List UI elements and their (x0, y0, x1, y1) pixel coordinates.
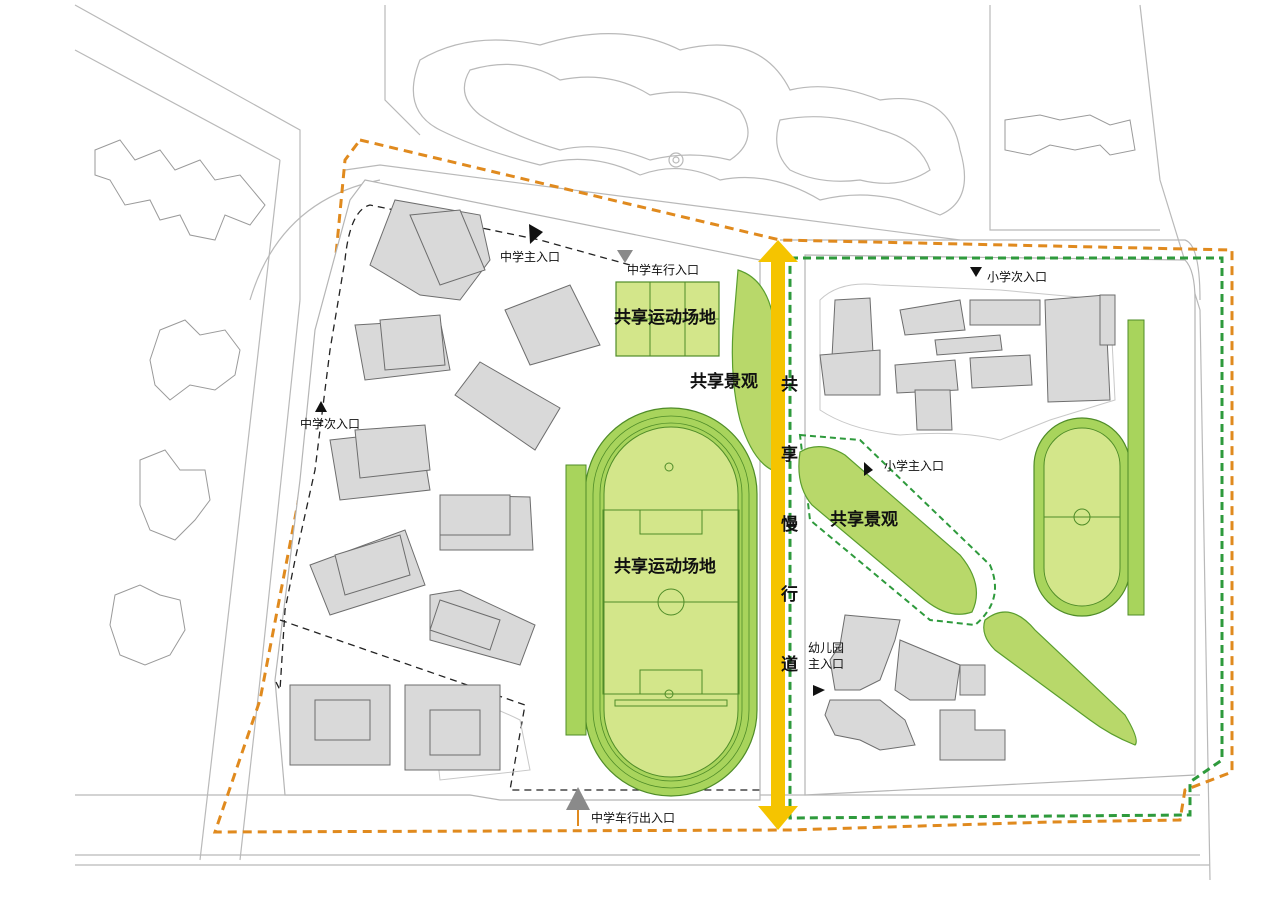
primary-school-main-arrow (864, 462, 873, 476)
entrance-markers (315, 224, 982, 826)
middle-school-main-entrance-arrow (529, 224, 543, 244)
shared-slow-walkway (758, 240, 798, 830)
walkway-char-5: 道 (781, 654, 798, 675)
vehicle-inout-arrow (566, 787, 590, 810)
walkway-char-1: 共 (781, 375, 798, 395)
label-middle-school-secondary-entrance: 中学次入口 (300, 416, 360, 431)
walkway-char-2: 享 (781, 444, 798, 465)
label-shared-sports-top: 共享运动场地 (614, 307, 716, 328)
neighbour-buildings (94, 114, 1136, 666)
walkway-char-4: 行 (780, 584, 798, 605)
label-primary-school-secondary-entrance: 小学次入口 (987, 269, 1047, 284)
label-shared-sports-center: 共享运动场地 (614, 556, 716, 577)
primary-school-boundary (788, 256, 1224, 820)
label-kindergarten-entrance-line1: 幼儿园 (808, 641, 844, 655)
label-middle-school-main-entrance: 中学主入口 (500, 249, 560, 264)
label-primary-school-main-entrance: 小学主入口 (884, 458, 944, 473)
walkway-char-3: 慢 (781, 514, 799, 535)
middle-school-vehicle-route (274, 204, 760, 791)
primary-school-track (1033, 319, 1145, 617)
primary-school-inner-boundary (798, 433, 996, 627)
label-shared-landscape-right: 共享景观 (830, 509, 898, 530)
map-labels: 共享运动场地 共享运动场地 共享景观 共享景观 共 享 慢 行 道 中学主入口 … (300, 249, 1047, 825)
kindergarten-main-arrow (813, 685, 825, 696)
primary-school-secondary-arrow (970, 267, 982, 277)
primary-school-buildings (819, 294, 1116, 431)
middle-school-secondary-arrow (315, 401, 327, 412)
shared-landscape-right-area (798, 446, 1137, 746)
label-middle-school-vehicle-entrance: 中学车行入口 (627, 262, 699, 277)
shared-landscape-left-area (731, 269, 776, 471)
label-shared-landscape-left: 共享景观 (690, 371, 758, 392)
label-kindergarten-entrance-line2: 主入口 (808, 657, 844, 671)
kindergarten-buildings (824, 614, 1006, 761)
park-contours (412, 33, 966, 216)
label-vehicle-inout-entrance: 中学车行出入口 (591, 810, 675, 825)
middle-school-buildings (289, 199, 601, 771)
middle-school-vehicle-in-arrow (617, 250, 633, 263)
main-running-track (565, 407, 758, 797)
shared-sports-courts-top (615, 281, 720, 357)
